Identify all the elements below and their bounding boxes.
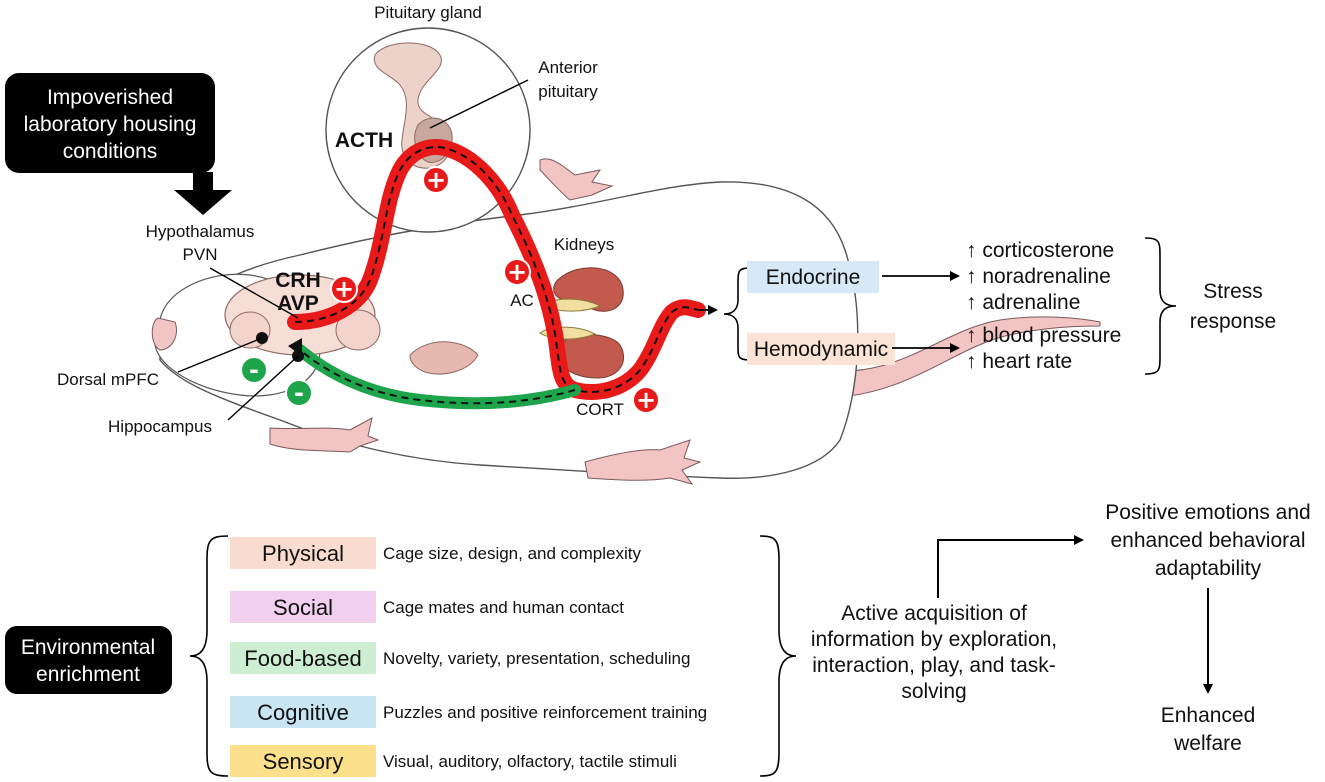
pituitary-gland-label: Pituitary gland: [374, 3, 482, 22]
cognitive-label: Cognitive: [257, 700, 349, 725]
sensory-tag: [230, 745, 376, 777]
impoverished-housing-box: Impoverished laboratory housing conditio…: [5, 73, 215, 173]
rat-liver: [409, 341, 479, 375]
plus-badge-pituitary: +: [422, 166, 450, 194]
physical-label: Physical: [262, 541, 344, 566]
plus-badge-adrenal: +: [503, 258, 531, 286]
cort-label: CORT: [576, 400, 624, 419]
rat-front-paw: [269, 417, 380, 453]
dorsal-mpfc-leader: [177, 337, 263, 373]
hippocampus-label: Hippocampus: [108, 417, 212, 436]
social-description: Cage mates and human contact: [383, 598, 624, 617]
rat-hind-paw: [584, 439, 702, 485]
housing-down-arrow: [174, 172, 232, 215]
hypothalamus-label-1: Hypothalamus: [146, 222, 255, 241]
cognitive-description: Puzzles and positive reinforcement train…: [383, 703, 707, 722]
active-acquisition-line-4: solving: [901, 680, 966, 703]
enrichment-sensory-row: Sensory Visual, auditory, olfactory, tac…: [230, 745, 677, 777]
minus-badge-hippocampus: -: [285, 379, 313, 407]
response-left-brace: [723, 267, 753, 361]
positive-emotions-line-3: adaptability: [1155, 557, 1262, 580]
enrichment-line-2: enrichment: [36, 663, 140, 686]
endocrine-item-1: ↑ corticosterone: [966, 239, 1114, 262]
hemodynamic-item-1: ↑ blood pressure: [966, 324, 1121, 347]
impoverished-line-3: conditions: [63, 140, 158, 163]
acquisition-to-emotions-arrow: [937, 535, 1084, 598]
svg-text:+: +: [636, 386, 656, 414]
svg-text:+: +: [507, 258, 527, 286]
stress-response-label-1: Stress: [1203, 280, 1263, 303]
impoverished-line-1: Impoverished: [47, 86, 173, 109]
plus-badge-hypothalamus: +: [330, 275, 358, 303]
dorsal-mpfc-label: Dorsal mPFC: [57, 370, 159, 389]
rat-nose: [151, 317, 177, 351]
avp-label: AVP: [277, 292, 319, 315]
rat-upper-paw: [539, 158, 614, 201]
stress-response-label-2: response: [1190, 310, 1276, 333]
anterior-pituitary-label-2: pituitary: [538, 82, 598, 101]
hypothalamus-leader: [209, 267, 299, 319]
adrenal-upper: [544, 298, 602, 312]
enrichment-physical-row: Physical Cage size, design, and complexi…: [230, 537, 641, 569]
sensory-label: Sensory: [263, 749, 344, 774]
enrichment-cognitive-row: Cognitive Puzzles and positive reinforce…: [230, 696, 707, 728]
endocrine-item-2: ↑ noradrenaline: [966, 265, 1111, 288]
svg-text:+: +: [334, 275, 354, 303]
active-acquisition-line-2: information by exploration,: [811, 628, 1057, 651]
enrichment-left-brace: [189, 535, 229, 777]
impoverished-line-2: laboratory housing: [24, 113, 197, 136]
physical-tag: [230, 537, 376, 569]
plus-badge-cort: +: [632, 386, 660, 414]
cognitive-tag: [230, 696, 376, 728]
hemodynamic-box: [747, 333, 895, 365]
food-based-description: Novelty, variety, presentation, scheduli…: [383, 649, 690, 668]
crh-label: CRH: [275, 269, 321, 292]
kidneys-label: Kidneys: [554, 235, 614, 254]
anterior-pituitary-leader: [429, 79, 529, 129]
svg-text:-: -: [294, 379, 304, 407]
enhanced-welfare-line-1: Enhanced: [1161, 704, 1256, 727]
ac-label: AC: [510, 291, 534, 310]
social-tag: [230, 591, 376, 623]
enrichment-right-brace: [759, 535, 797, 777]
endocrine-box: [747, 261, 879, 293]
minus-badge-mpfc: -: [240, 356, 268, 384]
stimulation-path: [287, 139, 718, 400]
active-acquisition-line-3: interaction, play, and task-: [812, 654, 1056, 677]
social-label: Social: [273, 595, 333, 620]
enhanced-welfare-line-2: welfare: [1173, 732, 1242, 755]
sensory-description: Visual, auditory, olfactory, tactile sti…: [383, 752, 677, 771]
enrichment-food-row: Food-based Novelty, variety, presentatio…: [230, 642, 690, 674]
hemodynamic-label: Hemodynamic: [754, 338, 888, 361]
positive-emotions-line-1: Positive emotions and: [1105, 501, 1310, 524]
response-right-brace: [1144, 237, 1177, 375]
food-based-tag: [230, 642, 376, 674]
food-based-label: Food-based: [244, 646, 361, 671]
svg-text:+: +: [426, 166, 446, 194]
endocrine-label: Endocrine: [766, 266, 861, 289]
hypothalamus-label-2: PVN: [183, 245, 218, 264]
endocrine-item-3: ↑ adrenaline: [966, 291, 1080, 314]
rat-illustration: [151, 158, 1101, 485]
rat-cerebellum: [335, 309, 381, 351]
enrichment-social-row: Social Cage mates and human contact: [230, 591, 624, 623]
anterior-pituitary-label-1: Anterior: [538, 58, 598, 77]
rat-tail: [819, 316, 1101, 399]
hippocampus-leader: [227, 355, 299, 421]
acth-label: ACTH: [335, 129, 393, 152]
hemodynamic-item-2: ↑ heart rate: [966, 350, 1072, 373]
active-acquisition-line-1: Active acquisition of: [841, 602, 1027, 625]
environmental-enrichment-box: Environmental enrichment: [5, 626, 172, 694]
positive-emotions-line-2: enhanced behavioral: [1111, 529, 1306, 552]
physical-description: Cage size, design, and complexity: [383, 544, 641, 563]
enrichment-line-1: Environmental: [21, 636, 155, 659]
svg-text:-: -: [249, 356, 259, 384]
